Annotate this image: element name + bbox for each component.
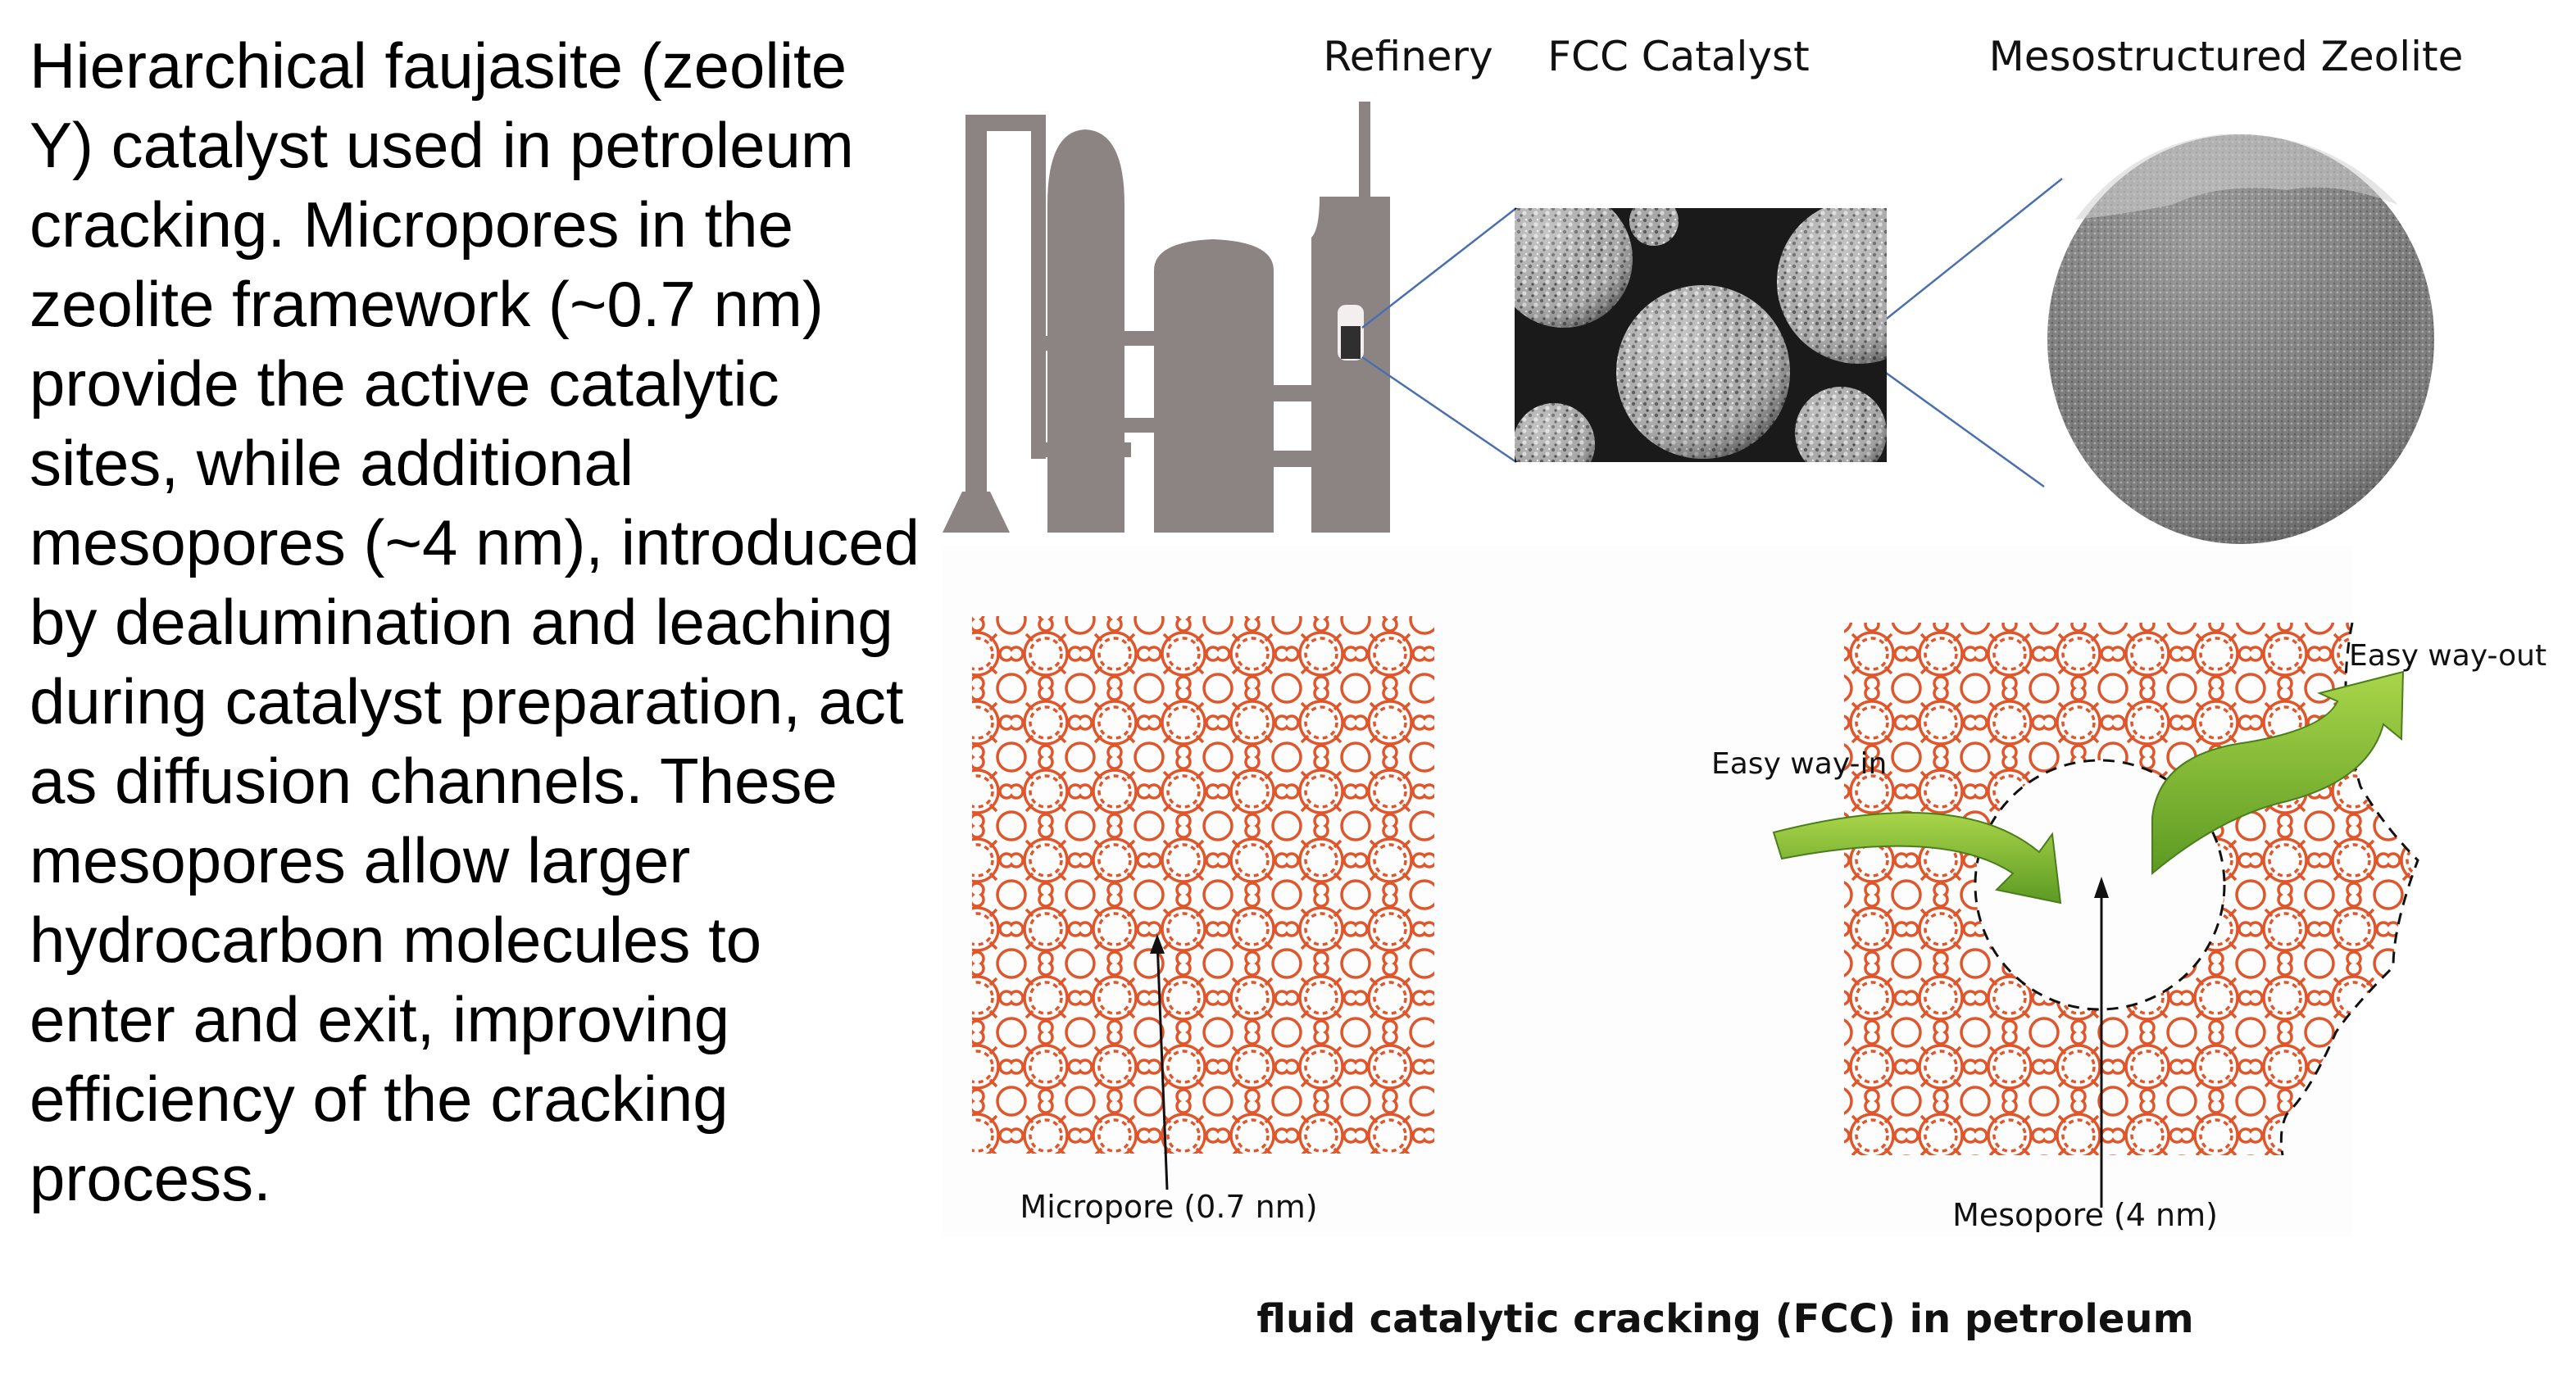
refinery-illustration (943, 102, 1390, 533)
mesopore-pointer-head (2094, 877, 2109, 898)
refinery-title: Refinery (1323, 33, 1492, 80)
easy-way-in-arrow (1772, 811, 2062, 905)
easy-way-out-arrow (2151, 670, 2405, 876)
microporous-framework (972, 616, 1434, 1154)
description-text: Hierarchical faujasite (zeolite Y) catal… (30, 29, 920, 1214)
micropore-pointer (1156, 940, 1169, 1190)
micropore-label: Micropore (0.7 nm) (1020, 1189, 1317, 1225)
mesopore-label: Mesopore (4 nm) (1952, 1197, 2218, 1233)
easy-way-in-label: Easy way-in (1711, 747, 1887, 781)
micropore-pointer-head (1150, 934, 1165, 954)
refinery-zoom-marker (1341, 326, 1361, 359)
framework-edge-outline (2279, 622, 2419, 1156)
figure-caption: fluid catalytic cracking (FCC) in petrol… (1256, 1296, 2194, 1342)
fcc-catalyst-sem-image (1515, 208, 1887, 462)
fcc-catalyst-title: FCC Catalyst (1547, 33, 1809, 80)
mesostructured-zeolite-image (2047, 134, 2434, 544)
fcc-zeolite-figure: Refinery FCC Catalyst Mesostructured Zeo… (943, 33, 2546, 1237)
easy-way-out-label: Easy way-out (2349, 639, 2546, 673)
mesopore-outline (1974, 759, 2226, 1011)
mesostructured-zeolite-title: Mesostructured Zeolite (1989, 33, 2464, 80)
